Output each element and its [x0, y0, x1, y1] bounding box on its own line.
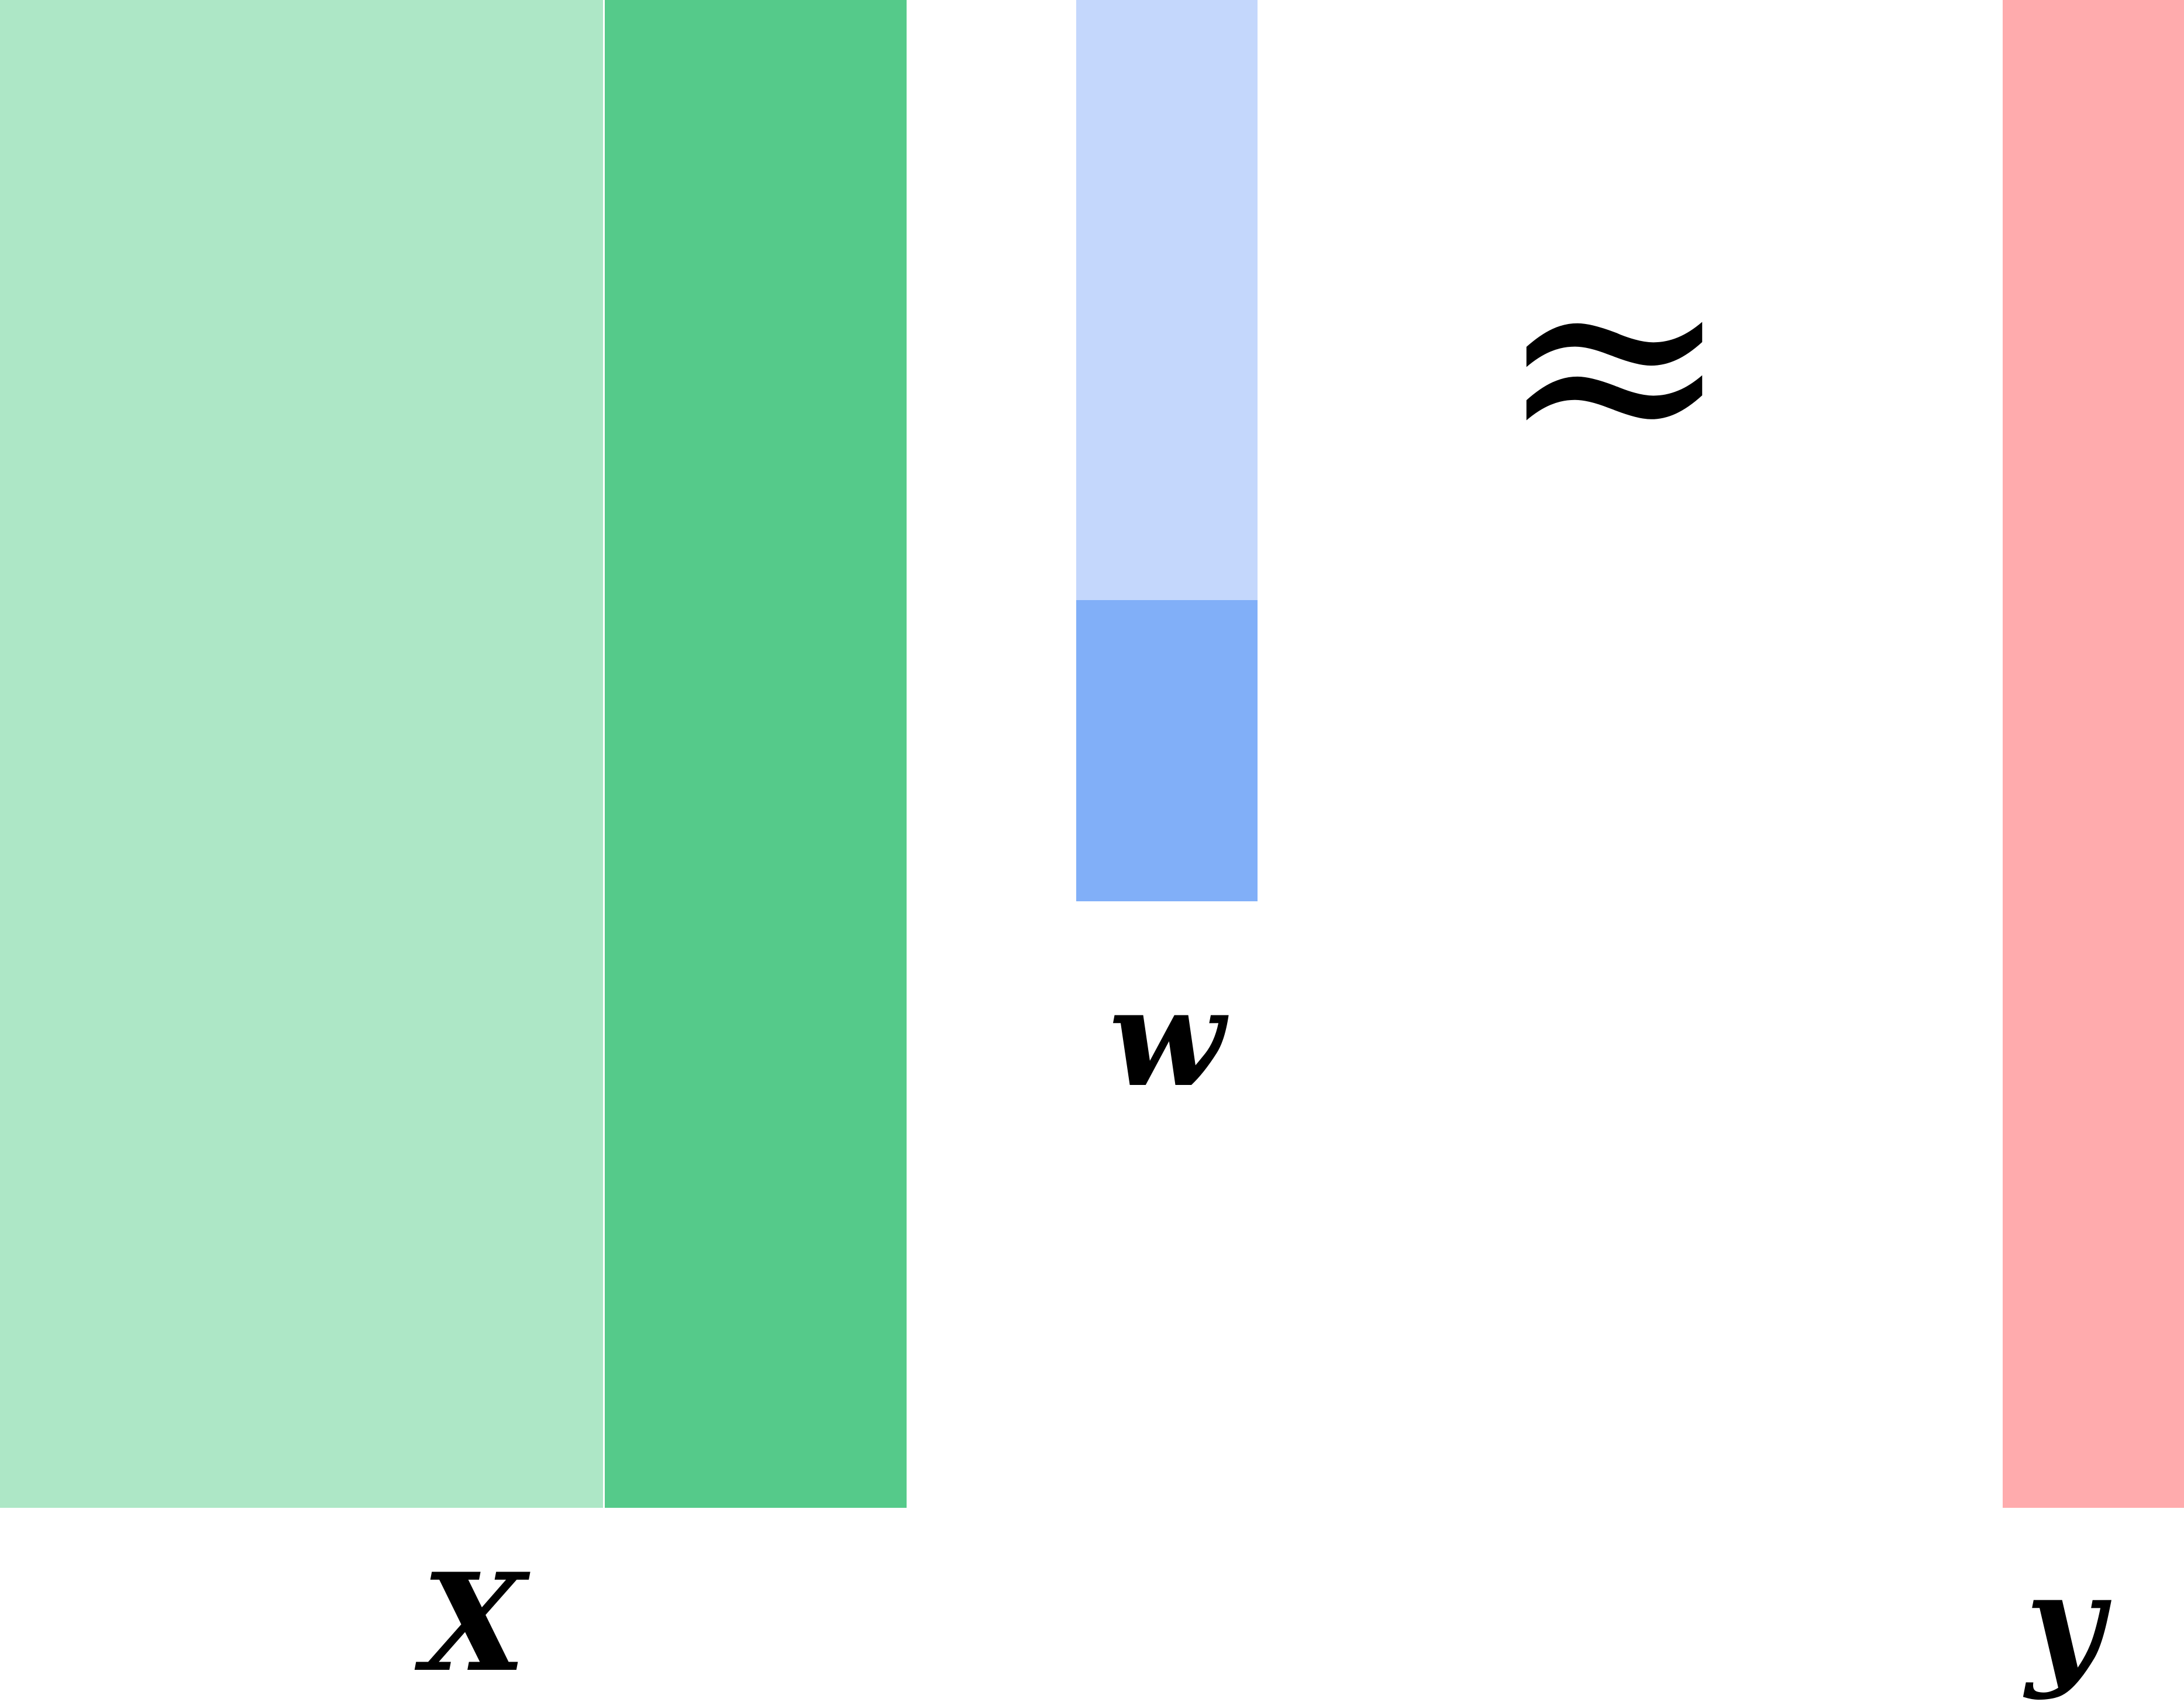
matrix-x-left-block: [0, 0, 603, 1508]
matrix-x-label: X: [421, 1544, 526, 1702]
vector-w-label: w: [1109, 959, 1225, 1117]
vector-y-block: [2003, 0, 2184, 1508]
vector-w-top-block: [1076, 0, 1258, 600]
vector-y-label: y: [2025, 1544, 2104, 1702]
vector-w-bottom-block: [1076, 600, 1258, 901]
matrix-x-right-block: [605, 0, 907, 1508]
approx-symbol: ≈: [1496, 199, 1732, 526]
